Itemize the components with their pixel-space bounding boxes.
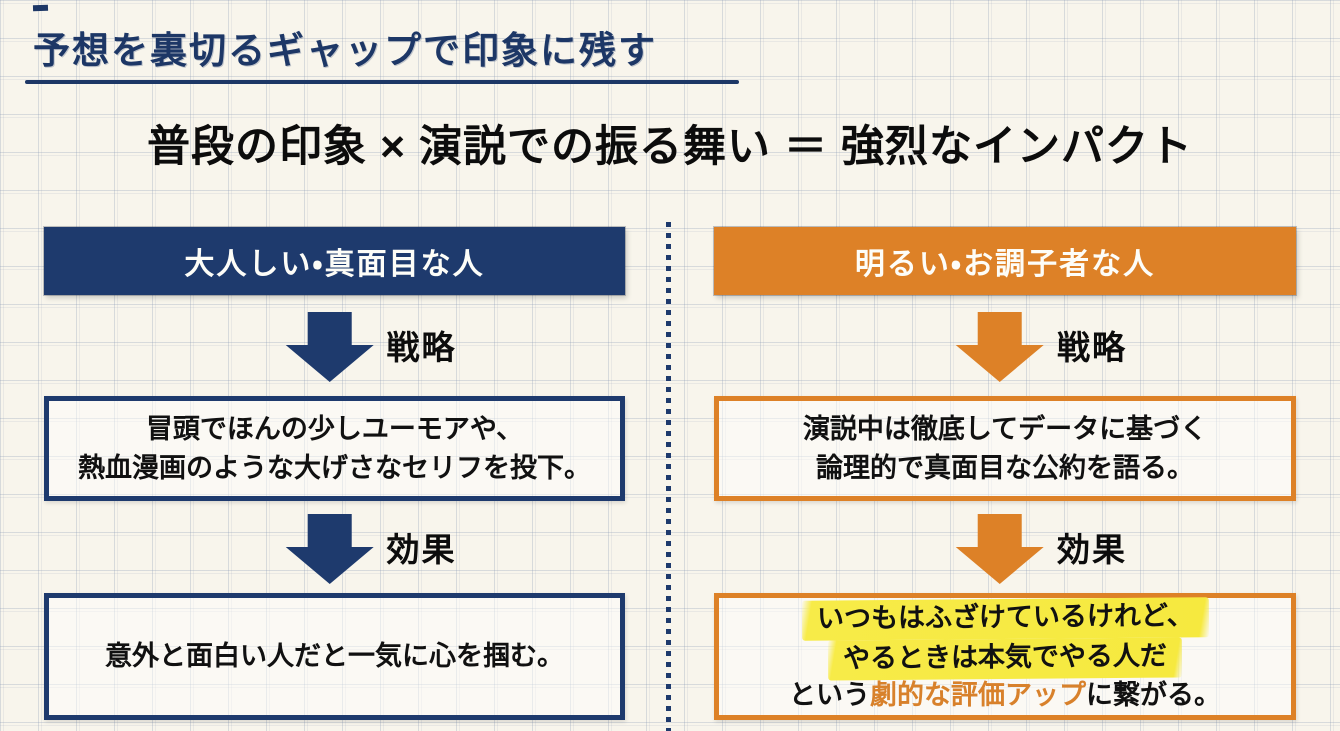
left-effect-box: 意外と面白い人だと一気に心を掴む。 (44, 593, 625, 720)
right-column: 明るい・お調子者な人 戦略 演説中は徹底してデータに基づく 論理的で真面目な公約… (714, 227, 1296, 720)
right-column-header: 明るい・お調子者な人 (714, 227, 1296, 295)
effect-arrow-label: 効果 (386, 531, 457, 569)
left-effect-arrow-row: 効果 (44, 514, 625, 584)
right-strategy-text-line2: 論理的で真面目な公約を語る。 (816, 452, 1194, 483)
strategy-arrow-label: 戦略 (1057, 329, 1127, 367)
yellow-marker-highlight: やるときは本気でやる人だ (827, 637, 1183, 680)
right-effect-arrow-row: 効果 (714, 514, 1296, 584)
right-effect-text-line3: という劇的な評価アップに繋がる。 (789, 678, 1221, 714)
effect-arrow-label: 効果 (1057, 531, 1127, 569)
left-strategy-arrow-row: 戦略 (44, 312, 625, 382)
effect-line3-prefix: という (789, 680, 870, 711)
formula-subtitle: 普段の印象 × 演説での振る舞い ＝ 強烈なインパクト (147, 123, 1193, 171)
right-strategy-box: 演説中は徹底してデータに基づく 論理的で真面目な公約を語る。 (714, 396, 1296, 501)
right-strategy-arrow-row: 戦略 (714, 312, 1296, 382)
title-underline (25, 80, 739, 84)
down-arrow-icon (955, 514, 1044, 584)
left-column-header: 大人しい・真面目な人 (44, 227, 625, 295)
right-strategy-text-line1: 演説中は徹底してデータに基づく (802, 414, 1208, 445)
right-effect-highlight-line1: いつもはふざけているけれど、 (801, 596, 1209, 641)
right-effect-box: いつもはふざけているけれど、 やるときは本気でやる人だ という劇的な評価アップに… (714, 593, 1296, 720)
effect-line3-suffix: に繋がる。 (1086, 680, 1221, 711)
yellow-marker-highlight: いつもはふざけているけれど、 (801, 596, 1209, 641)
left-strategy-text-line1: 冒頭でほんの少しユーモアや、 (145, 414, 524, 445)
down-arrow-icon (955, 312, 1044, 382)
column-divider-dotted-line (666, 222, 671, 731)
right-effect-highlight-line2: やるときは本気でやる人だ (827, 637, 1183, 680)
page-title: 予想を裏切るギャップで印象に残す (33, 30, 657, 71)
left-strategy-text-line2: 熱血漫画のような大げさなセリフを投下。 (78, 452, 591, 483)
down-arrow-icon (285, 514, 374, 584)
left-column: 大人しい・真面目な人 戦略 冒頭でほんの少しユーモアや、 熱血漫画のような大げさ… (44, 227, 625, 720)
strategy-arrow-label: 戦略 (386, 329, 457, 367)
down-arrow-icon (285, 312, 374, 382)
effect-line3-accent-text: 劇的な評価アップ (870, 680, 1086, 711)
left-effect-text: 意外と面白い人だと一気に心を掴む。 (105, 640, 564, 671)
left-strategy-box: 冒頭でほんの少しユーモアや、 熱血漫画のような大げさなセリフを投下。 (44, 396, 625, 501)
title-decoration-dash (32, 4, 49, 12)
